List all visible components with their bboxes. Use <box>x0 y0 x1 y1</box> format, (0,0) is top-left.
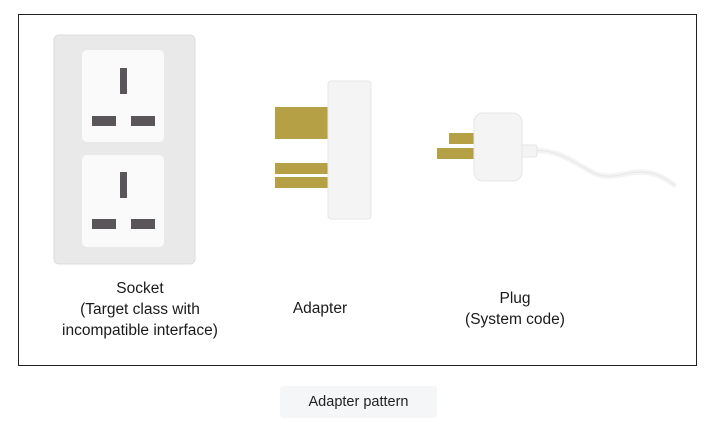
diagram-frame <box>18 14 697 366</box>
diagram-illustration <box>53 34 677 265</box>
outlet-top <box>82 50 164 142</box>
plug-label: Plug (System code) <box>415 288 615 330</box>
plug-illustration <box>437 112 677 188</box>
socket-label-line2: (Target class with <box>80 301 200 318</box>
plug-label-line1: Plug <box>499 290 531 307</box>
outlet-bottom <box>82 155 164 247</box>
socket-label: Socket (Target class with incompatible i… <box>40 278 240 341</box>
adapter-illustration <box>275 80 372 220</box>
figure-caption: Adapter pattern <box>280 386 437 418</box>
plug-label-line2: (System code) <box>465 311 565 328</box>
adapter-label-text: Adapter <box>292 300 348 317</box>
socket-illustration <box>53 34 196 265</box>
socket-label-line1: Socket <box>116 280 164 297</box>
adapter-label: Adapter <box>270 298 370 319</box>
socket-label-line3: incompatible interface) <box>62 322 218 339</box>
